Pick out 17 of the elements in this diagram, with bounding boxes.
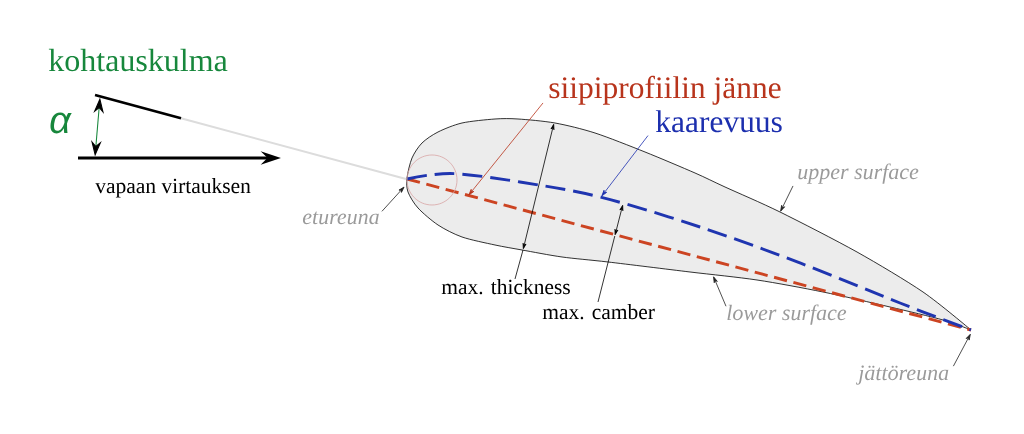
leader-line [953,333,971,367]
dimension-label: max. thickness [441,279,570,295]
callout-label: lower surface [727,304,847,325]
angle-label: kohtauskulma [48,48,228,72]
leader-line [381,186,405,212]
dimension-label: max. camber [542,304,655,320]
callout-label: etureuna [302,211,379,225]
flow-label: vapaan virtauksen [95,178,251,198]
leader-line [713,276,727,307]
callout-label: siipiprofiilin jänne [549,75,781,105]
callout-label: upper surface [798,163,919,184]
angle-symbol: α [50,112,72,134]
callout-label: kaarevuus [655,110,782,133]
leader-line [468,102,544,196]
callout-label: jättöreuna [855,365,949,385]
leader-line [780,185,794,212]
leader-line [601,135,649,197]
